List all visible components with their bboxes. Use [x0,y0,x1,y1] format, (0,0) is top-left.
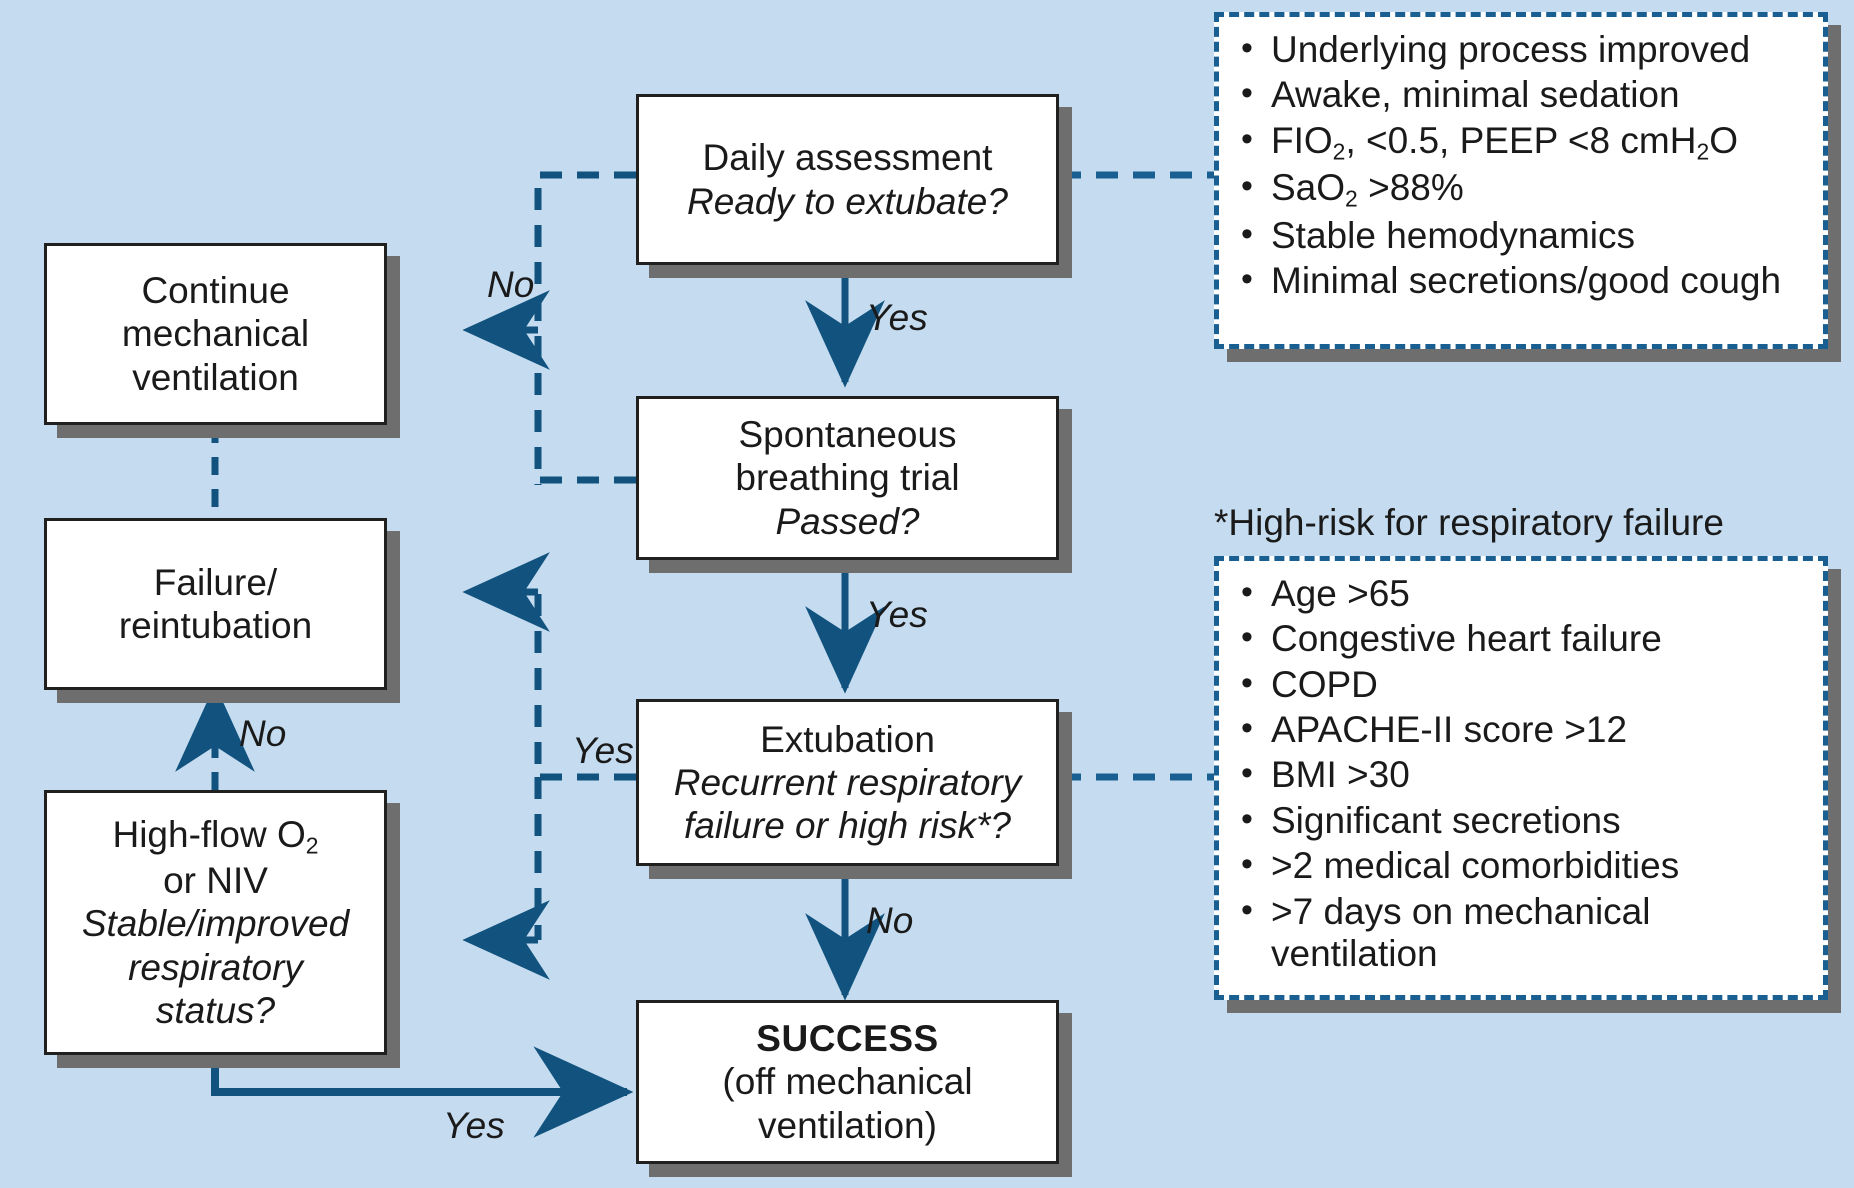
highflow-line1-subscript: 2 [305,832,319,859]
highflow-line1-text: High-flow O [112,813,306,855]
edge-daily-no-loop [534,171,636,485]
highflow-line1: High-flow O2 [112,813,318,859]
extubation-line2: Recurrent respiratory [673,761,1022,803]
edge-label-no-extubation: No [866,900,914,941]
continue-mv-line2: mechanical [121,313,310,355]
readiness-item-1: Awake, minimal sedation [1237,73,1807,116]
node-daily-assessment[interactable]: Daily assessment Ready to extubate? [636,94,1059,265]
readiness-item-5: Minimal secretions/good cough [1237,259,1807,302]
readiness-item-2: FIO2, <0.5, PEEP <8 cmH2O [1237,119,1807,165]
edge-label-yes-highflow: Yes [443,1105,505,1146]
node-failure-reintubation[interactable]: Failure/ reintubation [44,518,387,690]
readiness-item-0: Underlying process improved [1237,28,1807,71]
highrisk-item-3: APACHE-II score >12 [1237,708,1807,751]
edge-label-yes-daily: Yes [866,297,928,338]
highflow-line4: respiratory [128,946,303,988]
sbt-question: Passed? [775,500,920,542]
highrisk-callout-title: *High-risk for respiratory failure [1214,502,1724,543]
sbt-line1: Spontaneous [738,414,957,456]
edge-label-no-daily: No [487,264,535,305]
highflow-line2: or NIV [163,860,268,902]
callout-highrisk-factors: Age >65 Congestive heart failure COPD AP… [1214,556,1828,1000]
highflow-question: status? [155,989,276,1031]
callout-readiness-criteria: Underlying process improved Awake, minim… [1214,12,1828,349]
highflow-line3: Stable/improved [81,903,350,945]
success-line3: ventilation) [758,1104,937,1146]
continue-mv-line3: ventilation [132,356,299,398]
failure-line1: Failure/ [153,561,278,603]
readiness-item-3: SaO2 >88% [1237,166,1807,212]
edge-label-no-highflow: No [239,713,287,754]
node-continue-mechanical-ventilation[interactable]: Continue mechanical ventilation [44,243,387,425]
highrisk-item-0: Age >65 [1237,572,1807,615]
daily-assessment-line1: Daily assessment [702,137,993,179]
continue-mv-line1: Continue [141,270,290,312]
highrisk-item-2: COPD [1237,663,1807,706]
readiness-criteria-list: Underlying process improved Awake, minim… [1237,28,1807,303]
success-title: SUCCESS [756,1018,939,1060]
highrisk-item-7: >7 days on mechanical ventilation [1237,890,1807,976]
sbt-line2: breathing trial [735,457,960,499]
highrisk-factors-list: Age >65 Congestive heart failure COPD AP… [1237,572,1807,976]
node-highflow-or-niv[interactable]: High-flow O2 or NIV Stable/improved resp… [44,790,387,1055]
highrisk-item-5: Significant secretions [1237,799,1807,842]
node-success[interactable]: SUCCESS (off mechanical ventilation) [636,1000,1059,1164]
node-extubation[interactable]: Extubation Recurrent respiratory failure… [636,699,1059,866]
node-spontaneous-breathing-trial[interactable]: Spontaneous breathing trial Passed? [636,396,1059,560]
extubation-question: failure or high risk*? [684,805,1011,847]
readiness-item-4: Stable hemodynamics [1237,214,1807,257]
success-line2: (off mechanical [722,1061,973,1103]
daily-assessment-question: Ready to extubate? [687,180,1008,222]
edge-highflow-to-success [211,1046,634,1138]
highrisk-item-6: >2 medical comorbidities [1237,844,1807,887]
edge-label-yes-extubation: Yes [572,730,634,771]
edge-label-yes-sbt: Yes [866,594,928,635]
highrisk-item-4: BMI >30 [1237,753,1807,796]
extubation-line1: Extubation [760,718,935,760]
failure-line2: reintubation [118,605,313,646]
highrisk-item-1: Congestive heart failure [1237,617,1807,660]
